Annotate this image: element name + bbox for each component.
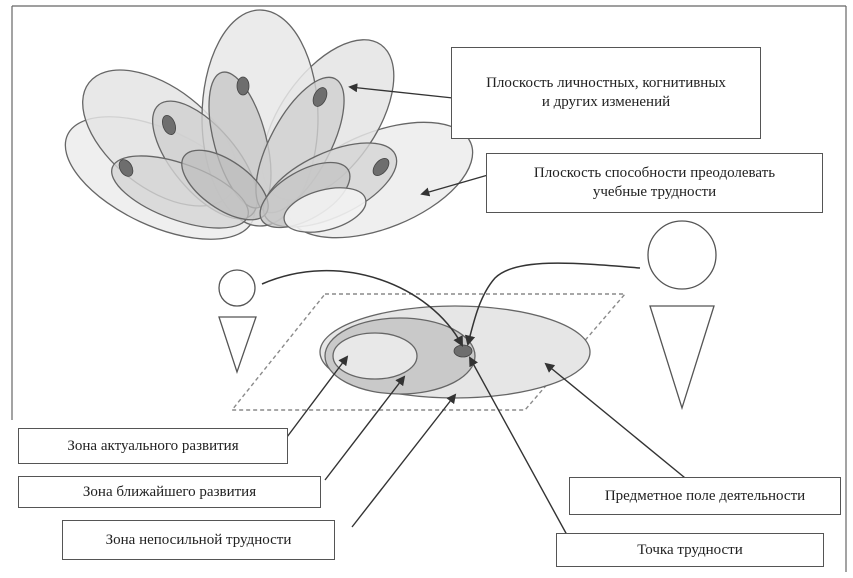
student-body-small — [218, 316, 257, 375]
arrow-subject-field — [544, 362, 691, 483]
teacher-body-large — [649, 305, 715, 411]
label-subject-field: Предметное поле деятельности — [569, 477, 841, 515]
label-zone-overwhelming: Зона непосильной трудности — [62, 520, 335, 560]
dot-2 — [162, 114, 176, 136]
dot-3 — [236, 76, 250, 96]
dot-5 — [372, 158, 390, 176]
student-head-small — [218, 269, 256, 307]
arrow-difficulty-point — [469, 356, 568, 536]
label-zone-actual: Зона актуального развития — [18, 428, 288, 464]
petal-inner-8 — [283, 187, 367, 233]
arrow-overcome-plane — [420, 174, 489, 197]
label-difficulty-point: Точка трудности — [556, 533, 824, 567]
teacher-head-large — [647, 220, 717, 290]
label-personal-plane: Плоскость личностных, когнитивных и друг… — [451, 47, 761, 139]
petal-flower — [64, 9, 474, 240]
zone-actual-shape — [332, 332, 418, 380]
label-zone-proximal: Зона ближайшего развития — [18, 476, 321, 508]
petal-dots — [118, 76, 390, 177]
difficulty-point-dot — [453, 344, 473, 358]
dot-4 — [312, 87, 328, 107]
label-overcome-plane: Плоскость способности преодолевать учебн… — [486, 153, 823, 213]
curve-student-to-point — [261, 270, 463, 347]
curve-teacher-to-point — [464, 262, 641, 347]
arrow-personal-plane — [348, 83, 454, 99]
arrow-zone-overwhelming — [351, 393, 457, 528]
subject-field-plane — [230, 293, 627, 411]
arrow-zone-proximal — [324, 375, 406, 481]
dot-1 — [118, 159, 134, 177]
arrow-zone-actual — [286, 355, 349, 438]
